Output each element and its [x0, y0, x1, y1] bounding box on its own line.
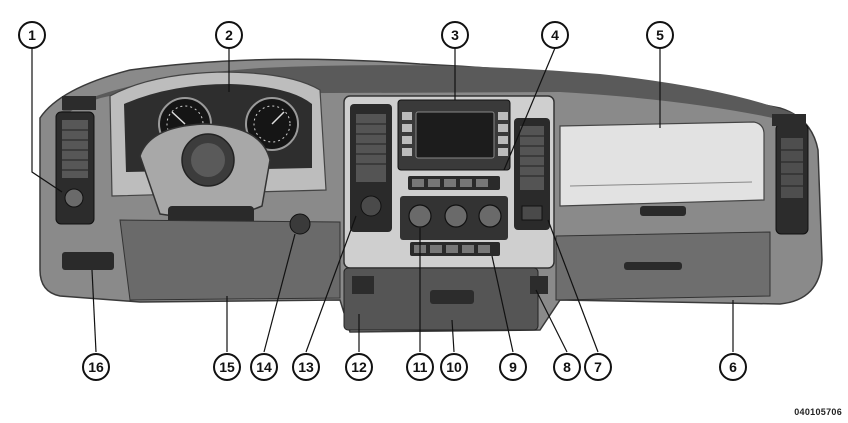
lower-center-console	[343, 267, 548, 331]
leader-line-7	[547, 219, 599, 353]
callout-11: 11	[406, 353, 434, 381]
leader-line-14	[263, 233, 296, 353]
callout-8: 8	[553, 353, 581, 381]
callout-16-label: 16	[88, 359, 104, 375]
callout-13-label: 13	[298, 359, 314, 375]
ignition-switch	[289, 213, 311, 235]
callout-4-label: 4	[551, 27, 559, 43]
callout-2-label: 2	[225, 27, 233, 43]
callout-6-label: 6	[729, 359, 737, 375]
leader-line-10	[451, 319, 455, 353]
callout-7: 7	[584, 353, 612, 381]
callout-11-label: 11	[413, 359, 428, 375]
leader-lines	[31, 47, 734, 353]
leader-line-4	[503, 47, 556, 171]
callout-1: 1	[18, 21, 46, 49]
center-stack	[343, 95, 555, 269]
callout-1-label: 1	[28, 27, 36, 43]
callout-14: 14	[250, 353, 278, 381]
callout-10: 10	[440, 353, 468, 381]
hood-release	[62, 252, 114, 270]
callout-14-label: 14	[256, 359, 272, 375]
callout-9: 9	[499, 353, 527, 381]
callout-12-label: 12	[351, 359, 367, 375]
leader-line-13	[305, 215, 357, 353]
left-outboard-vent	[55, 111, 95, 225]
upper-glove-box	[559, 121, 765, 216]
callout-5: 5	[646, 21, 674, 49]
callout-2: 2	[215, 21, 243, 49]
callout-13: 13	[292, 353, 320, 381]
leader-line-1	[31, 48, 63, 193]
callout-3: 3	[441, 21, 469, 49]
callout-5-label: 5	[656, 27, 664, 43]
lower-glove-box	[555, 231, 771, 301]
callout-15: 15	[213, 353, 241, 381]
callout-3-label: 3	[451, 27, 459, 43]
callout-9-label: 9	[509, 359, 517, 375]
dashboard-illustration	[39, 58, 823, 333]
leader-line-16	[91, 269, 97, 353]
callout-12: 12	[345, 353, 373, 381]
callout-7-label: 7	[594, 359, 602, 375]
steering-wheel	[139, 123, 271, 228]
leader-line-8	[535, 289, 568, 353]
callout-10-label: 10	[446, 359, 462, 375]
right-outboard-vent	[775, 123, 809, 235]
figure-code: 040105706	[794, 407, 842, 417]
callout-16: 16	[82, 353, 110, 381]
callout-4: 4	[541, 21, 569, 49]
right-side-vent-top	[772, 114, 806, 126]
callout-8-label: 8	[563, 359, 571, 375]
leader-line-9	[491, 255, 514, 353]
callout-15-label: 15	[219, 359, 235, 375]
callout-6: 6	[719, 353, 747, 381]
left-side-vent-top	[62, 96, 96, 110]
tachometer-gauge	[245, 97, 299, 151]
knee-bolster	[119, 219, 341, 301]
